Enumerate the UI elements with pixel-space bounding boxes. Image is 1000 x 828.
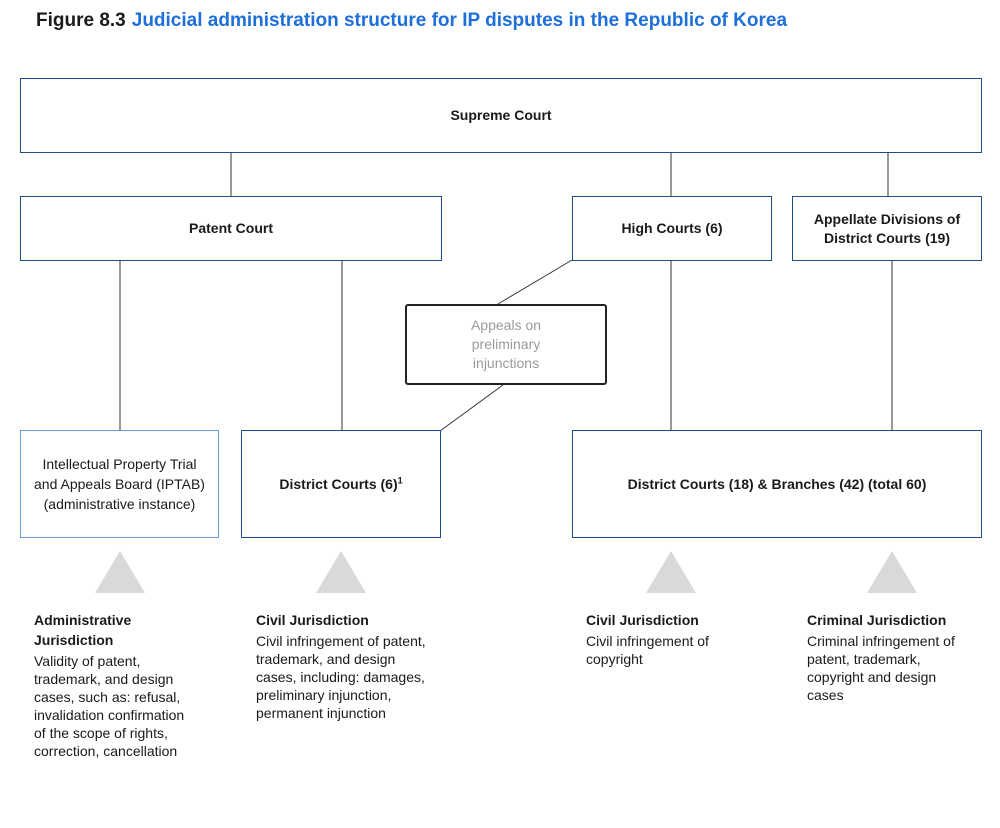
appellate-divisions-box: Appellate Divisions of District Courts (… bbox=[792, 196, 982, 261]
jurisdiction-heading: Administrative Jurisdiction bbox=[34, 612, 132, 648]
jurisdiction-heading: Civil Jurisdiction bbox=[586, 612, 699, 628]
jurisdiction-body: Criminal infringement of patent, tradema… bbox=[807, 633, 955, 703]
district-courts-60-box: District Courts (18) & Branches (42) (to… bbox=[572, 430, 982, 538]
district-courts-6-label: District Courts (6)1 bbox=[279, 474, 403, 492]
jurisdiction-body: Validity of patent, trademark, and desig… bbox=[34, 653, 185, 759]
supreme-court-box: Supreme Court bbox=[20, 78, 982, 153]
triangle-icon bbox=[316, 551, 366, 593]
high-courts-box: High Courts (6) bbox=[572, 196, 772, 261]
jurisdiction-body: Civil infringement of copyright bbox=[586, 633, 709, 667]
line-appeal-district6 bbox=[439, 384, 504, 432]
criminal-jurisdiction: Criminal Jurisdiction Criminal infringem… bbox=[807, 610, 967, 704]
appeals-preliminary-box: Appeals on preliminary injunctions bbox=[405, 304, 607, 385]
figure-number: Figure 8.3 bbox=[36, 10, 126, 31]
civil-jurisdiction-copyright: Civil Jurisdiction Civil infringement of… bbox=[586, 610, 756, 668]
iptab-box: Intellectual Property Trial and Appeals … bbox=[20, 430, 219, 538]
triangle-icon bbox=[646, 551, 696, 593]
jurisdiction-heading: Civil Jurisdiction bbox=[256, 612, 369, 628]
patent-court-box: Patent Court bbox=[20, 196, 442, 261]
district-courts-6-box: District Courts (6)1 bbox=[241, 430, 441, 538]
triangle-icon bbox=[95, 551, 145, 593]
district-courts-60-label: District Courts (18) & Branches (42) (to… bbox=[627, 475, 927, 492]
high-courts-label: High Courts (6) bbox=[621, 220, 723, 236]
jurisdiction-heading: Criminal Jurisdiction bbox=[807, 612, 947, 628]
iptab-label: Intellectual Property Trial and Appeals … bbox=[34, 456, 205, 512]
civil-jurisdiction-patent: Civil Jurisdiction Civil infringement of… bbox=[256, 610, 436, 722]
line-high-appeal bbox=[497, 259, 573, 305]
supreme-court-label: Supreme Court bbox=[450, 107, 552, 123]
appellate-divisions-label: Appellate Divisions of District Courts (… bbox=[813, 210, 961, 246]
footnote-marker: 1 bbox=[397, 474, 403, 485]
triangle-icon bbox=[867, 551, 917, 593]
appeals-preliminary-label: Appeals on preliminary injunctions bbox=[470, 317, 542, 371]
jurisdiction-body: Civil infringement of patent, trademark,… bbox=[256, 633, 426, 721]
patent-court-label: Patent Court bbox=[189, 220, 273, 236]
administrative-jurisdiction: Administrative Jurisdiction Validity of … bbox=[34, 610, 186, 760]
figure-caption: Judicial administration structure for IP… bbox=[131, 10, 788, 31]
